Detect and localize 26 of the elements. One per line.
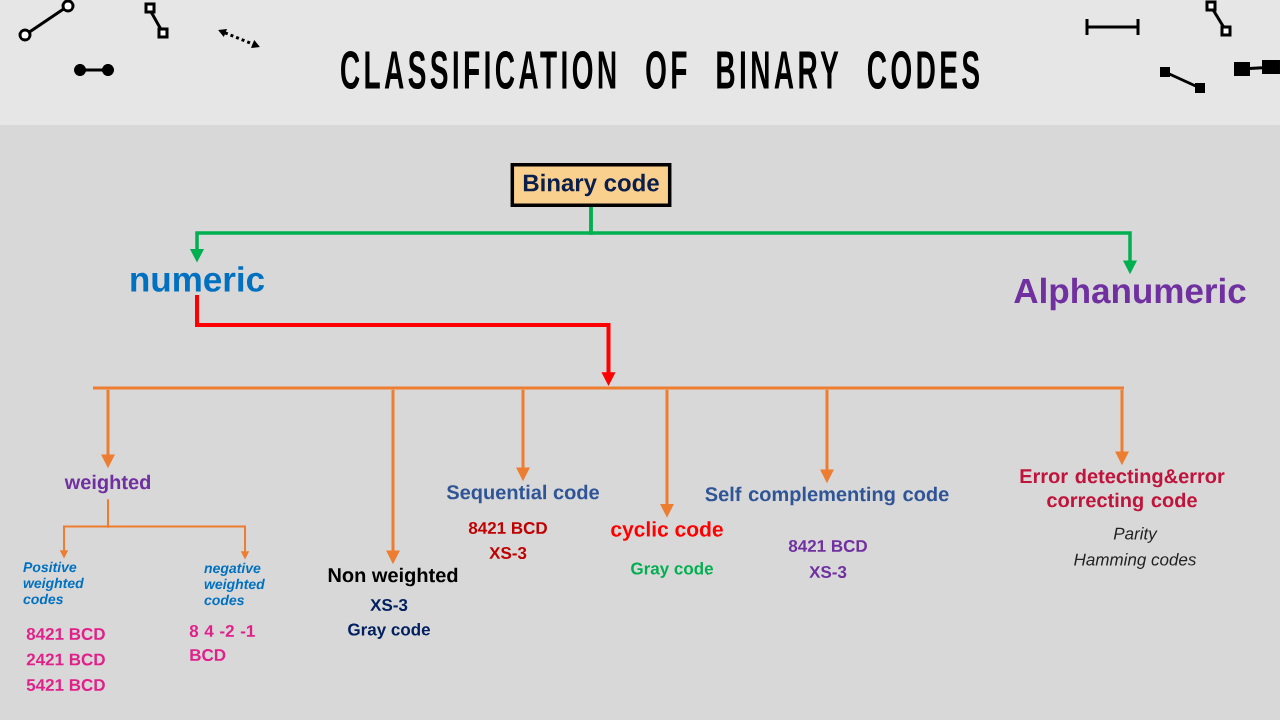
category-label: Sequential code bbox=[446, 484, 599, 504]
title: CLASSIFICATION OF BINARY CODES bbox=[341, 50, 979, 90]
code-example: 5421 BCD bbox=[26, 678, 105, 691]
code-example: Hamming codes bbox=[1074, 553, 1197, 569]
category-label: Alphanumeric bbox=[1014, 277, 1246, 311]
code-example: 8 4 -2 -1 BCD bbox=[189, 625, 255, 662]
code-example: XS-3 bbox=[809, 565, 847, 578]
category-label: Error detecting&error correcting code bbox=[1020, 468, 1225, 512]
code-example: XS-3 bbox=[489, 546, 527, 559]
subcategory-label: Positive weighted codes bbox=[23, 561, 84, 605]
category-label: weighted bbox=[64, 474, 151, 494]
code-example: Gray code bbox=[631, 562, 713, 578]
bus-line bbox=[93, 386, 1124, 390]
code-example: Gray code bbox=[348, 623, 430, 639]
code-example: XS-3 bbox=[370, 598, 408, 611]
root-box: Binary code bbox=[510, 163, 672, 207]
code-example: Parity bbox=[1113, 527, 1158, 543]
code-example: 8421 BCD bbox=[468, 521, 547, 534]
code-example: 8421 BCD bbox=[26, 627, 105, 640]
category-label: cyclic code bbox=[611, 521, 723, 541]
code-example: 2421 BCD bbox=[26, 653, 105, 666]
code-example: 8421 BCD bbox=[788, 539, 867, 552]
category-label: numeric bbox=[131, 266, 265, 292]
category-label: Non weighted bbox=[328, 567, 458, 587]
category-label: Self complementing code bbox=[705, 486, 949, 506]
subcategory-label: negative weighted codes bbox=[204, 562, 265, 606]
